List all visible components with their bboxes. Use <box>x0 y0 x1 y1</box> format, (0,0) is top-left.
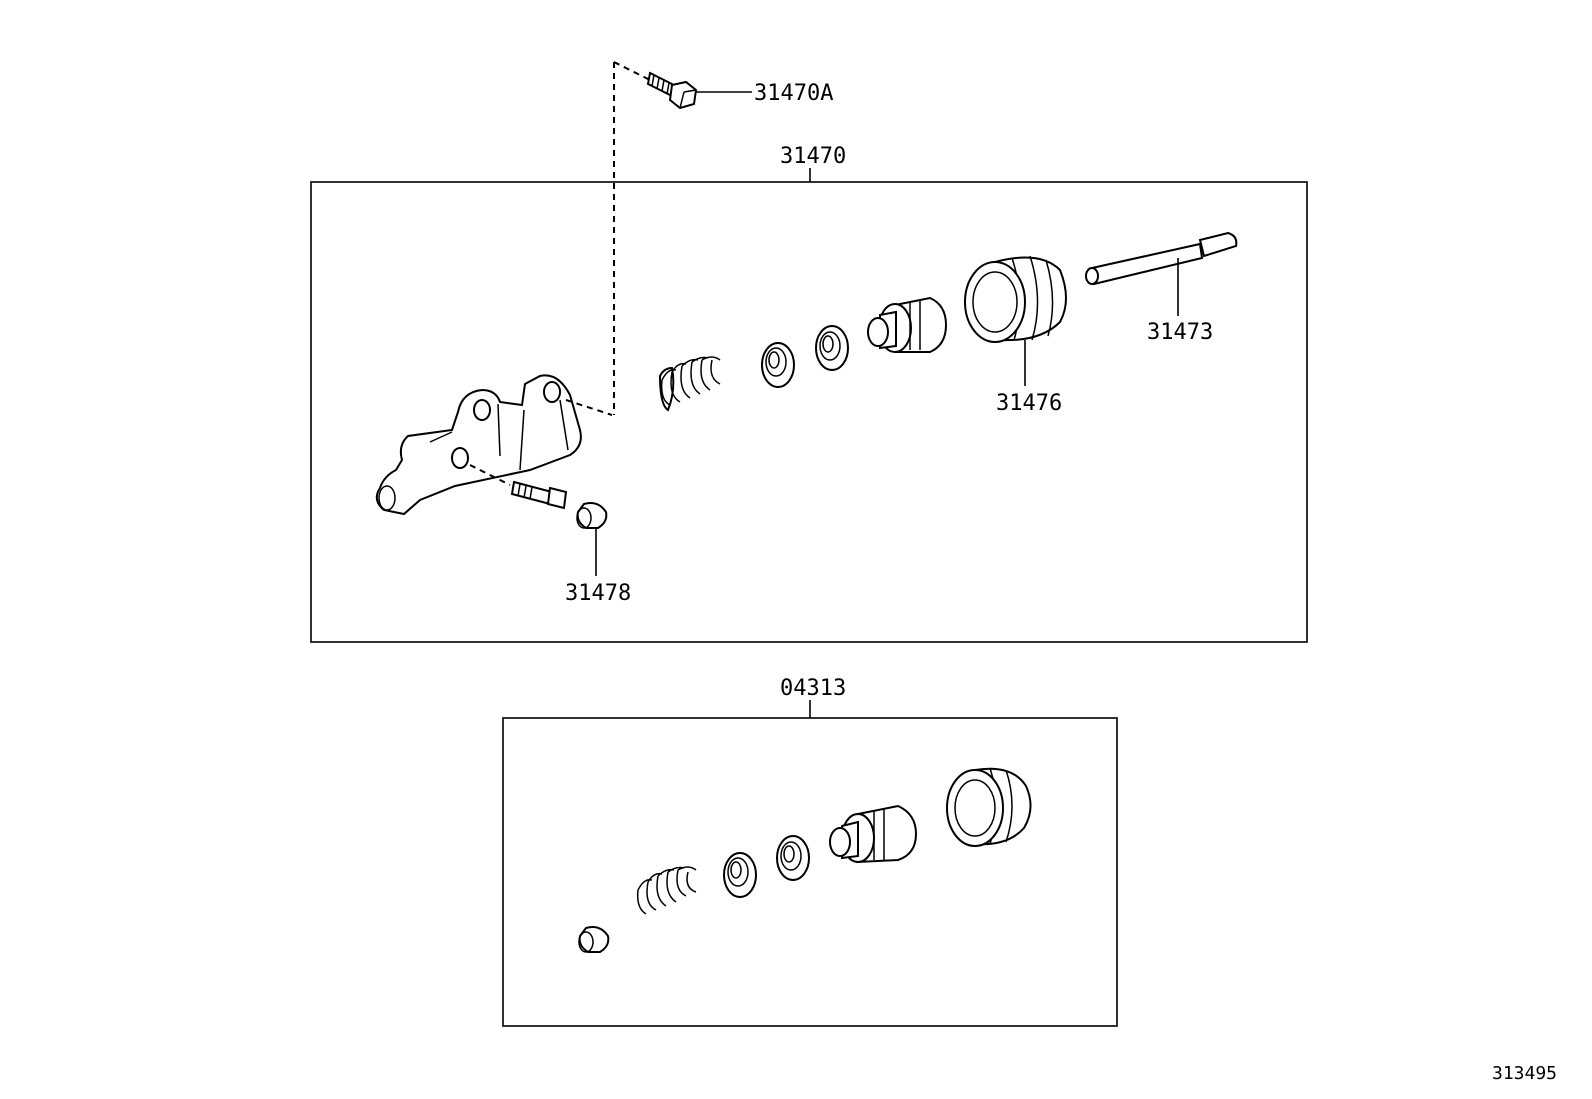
cup-seal-icon[interactable] <box>723 852 757 898</box>
cup-seal-icon[interactable] <box>776 835 810 881</box>
repair-kit-frame-04313 <box>502 717 1118 1027</box>
spring-icon[interactable] <box>636 866 697 915</box>
spring-icon[interactable] <box>658 356 721 412</box>
piston-icon[interactable] <box>867 296 948 353</box>
cap-icon[interactable] <box>578 926 610 953</box>
illustration-id: 313495 <box>1492 1063 1557 1084</box>
callout-04313: 04313 <box>780 676 846 701</box>
piston-icon[interactable] <box>829 804 918 864</box>
push-rod-icon[interactable] <box>1085 231 1238 286</box>
cup-seal-icon[interactable] <box>761 342 795 388</box>
cylinder-body-icon[interactable] <box>375 374 613 516</box>
bleeder-plug-icon[interactable] <box>510 480 568 510</box>
boot-icon[interactable] <box>946 767 1032 847</box>
assembly-frame-31470 <box>310 181 1308 643</box>
callout-31478: 31478 <box>565 581 631 606</box>
callout-31470: 31470 <box>780 144 846 169</box>
callout-31473: 31473 <box>1147 320 1213 345</box>
callout-31476: 31476 <box>996 391 1062 416</box>
callout-31470A: 31470A <box>754 81 833 106</box>
cup-seal-icon[interactable] <box>815 325 849 371</box>
boot-icon[interactable] <box>964 255 1067 343</box>
bolt-icon[interactable] <box>613 61 698 415</box>
cap-icon[interactable] <box>576 502 608 529</box>
